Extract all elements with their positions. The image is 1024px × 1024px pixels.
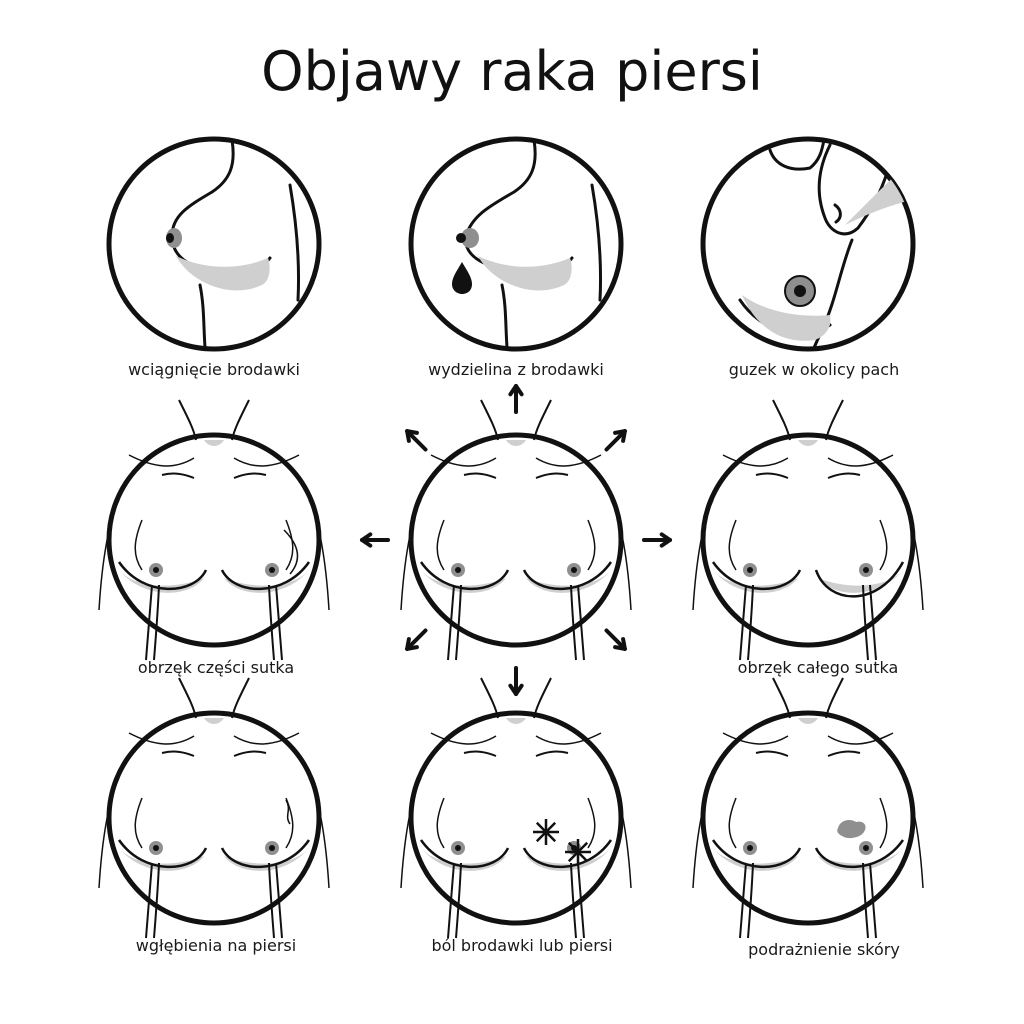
panel-dimpling <box>98 677 330 939</box>
page-title: Objawy raka piersi <box>261 40 763 103</box>
nipple-icon <box>455 845 461 851</box>
nipple-icon <box>269 567 275 573</box>
areola-icon <box>461 228 479 248</box>
panel-retraction <box>106 136 322 352</box>
caption-discharge: wydzielina z brodawki <box>428 360 604 379</box>
nipple-icon <box>269 845 275 851</box>
panel-normal <box>400 399 632 661</box>
caption-retraction: wciągnięcie brodawki <box>128 360 300 379</box>
pain-icon <box>565 839 591 865</box>
panel-full-swelling <box>692 399 924 661</box>
lump-icon <box>794 285 806 297</box>
nipple-icon <box>747 845 753 851</box>
nipple-icon <box>153 845 159 851</box>
arrows <box>360 384 672 696</box>
panel-irritation <box>692 677 924 939</box>
caption-dimpling: wgłębienia na piersi <box>135 936 297 955</box>
drop-icon <box>452 262 472 294</box>
caption-armpit: guzek w okolicy pach <box>728 360 900 379</box>
nipple-icon <box>571 567 577 573</box>
nipple-icon <box>456 233 466 243</box>
caption-partial-swelling: obrzęk części sutka <box>137 658 295 677</box>
panel-discharge <box>408 136 624 352</box>
nipple-icon <box>455 567 461 573</box>
arrow-left-icon <box>360 532 390 548</box>
caption-irritation: podrażnienie skóry <box>748 940 900 959</box>
nipple-icon <box>153 567 159 573</box>
arrow-right-icon <box>642 532 672 548</box>
arrow-down-right-icon <box>604 628 627 651</box>
panel-armpit <box>700 136 916 352</box>
caption-full-swelling: obrzęk całego sutka <box>737 658 899 677</box>
nipple-icon <box>863 567 869 573</box>
panel-partial-swelling <box>98 399 330 661</box>
arrow-down-icon <box>508 666 524 696</box>
arrow-down-left-icon <box>405 628 428 651</box>
nipple-icon <box>863 845 869 851</box>
nipple-icon <box>166 233 174 243</box>
caption-pain: ból brodawki lub piersi <box>431 936 613 955</box>
pain-icon <box>533 819 559 845</box>
arrow-up-icon <box>508 384 524 414</box>
arrow-up-left-icon <box>405 429 428 452</box>
rash-icon <box>837 820 866 839</box>
nipple-icon <box>747 567 753 573</box>
arrow-up-right-icon <box>604 429 627 452</box>
panel-pain <box>400 677 632 939</box>
